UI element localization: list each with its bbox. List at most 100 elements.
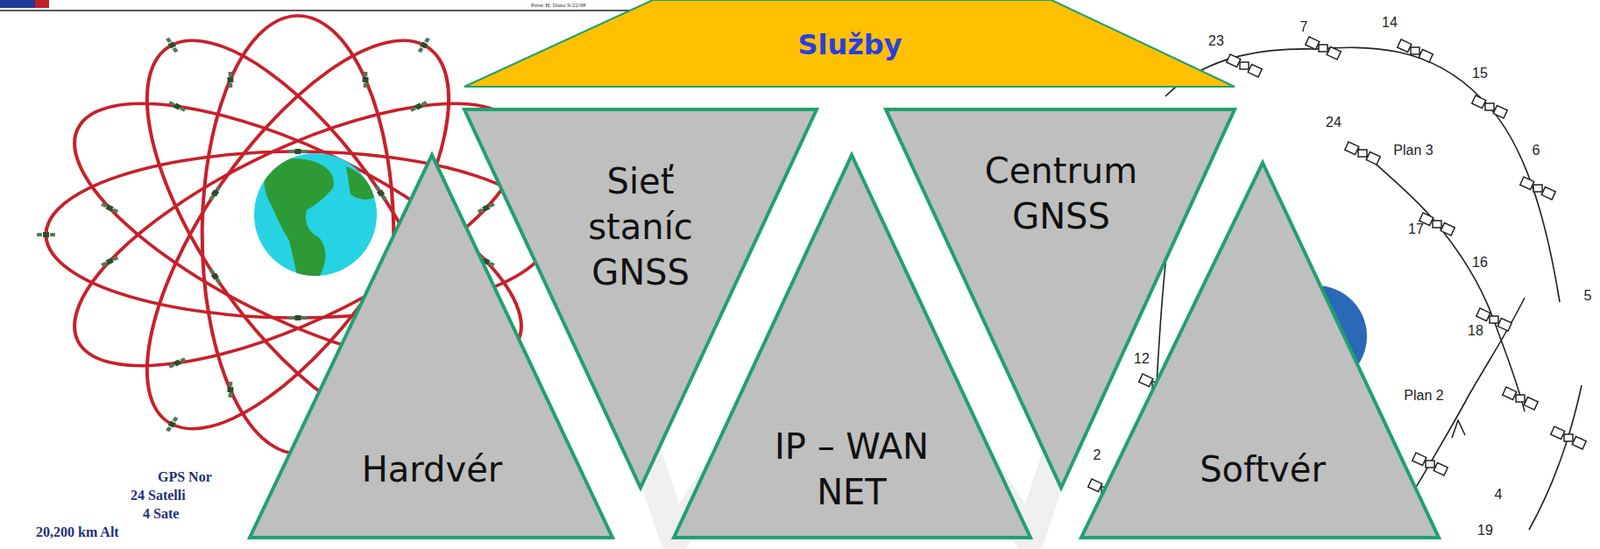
label-text: 15 — [1472, 65, 1488, 81]
satellite-icon — [417, 36, 432, 54]
continent-shape — [346, 166, 376, 200]
label-text: GPS Nor — [157, 469, 213, 485]
plane-label: Plan 3 — [1393, 142, 1433, 159]
node-shape — [673, 155, 1031, 539]
label-text: 19 — [1477, 523, 1494, 539]
satellite-icon — [164, 36, 179, 54]
satellite-number: 23 — [1208, 33, 1225, 50]
figure-caption: GPS Nor — [157, 469, 213, 486]
satellite-icon — [289, 315, 308, 321]
label-text: 18 — [1467, 323, 1484, 339]
label-text: 24 — [1325, 114, 1342, 130]
logo-strip — [0, 0, 36, 8]
node-label: Hardvér — [361, 449, 503, 490]
satellite-icon — [207, 268, 222, 285]
node-shape — [464, 0, 1235, 87]
label-text: 7 — [1300, 19, 1309, 35]
node-label: Sieť staníc GNSS — [587, 161, 694, 293]
satellite-icon — [1550, 426, 1586, 450]
satellite-icon — [1226, 54, 1262, 78]
satellite-number: 14 — [1381, 14, 1398, 31]
figure-caption: 4 Sate — [142, 506, 179, 523]
label-text: Plan 3 — [1393, 142, 1433, 158]
label-text: 6 — [1532, 142, 1541, 158]
satellite-icon — [476, 201, 496, 214]
orbit-line — [1353, 144, 1525, 412]
label-text: Peter H. Dana 9/22/98 — [530, 1, 587, 9]
logo-strip — [35, 0, 50, 8]
satellite-number: 17 — [1408, 221, 1424, 238]
satellite-number: 2 — [1093, 447, 1102, 464]
satellite-number: 6 — [1532, 142, 1541, 159]
node-label: Softvér — [1199, 449, 1326, 490]
satellite-icon — [1419, 212, 1455, 236]
satellite-number: 12 — [1133, 351, 1150, 368]
continent-shape — [263, 158, 333, 281]
satellite-icon — [100, 201, 120, 214]
label-text: 4 Sate — [142, 506, 179, 522]
node-text-block: Softvér — [1148, 446, 1377, 493]
node-shape — [249, 155, 613, 539]
arrow-head — [1451, 420, 1466, 439]
node-label: Služby — [797, 28, 902, 62]
satellite-icon — [1502, 387, 1538, 411]
satellite-icon — [207, 184, 222, 202]
label-text: 5 — [1584, 288, 1593, 304]
satellite-number: 15 — [1472, 65, 1488, 82]
hardware-triangle: Hardvér — [249, 155, 613, 539]
label-text: 12 — [1133, 351, 1150, 367]
satellite-icon — [36, 232, 56, 238]
satellite-number: 5 — [1584, 288, 1593, 305]
satellite-icon — [1520, 176, 1556, 200]
header-rule — [0, 9, 631, 12]
satellite-icon — [168, 99, 187, 113]
satellite-icon — [100, 254, 120, 268]
label-text: 24 Satelli — [130, 488, 186, 503]
satellite-icon — [1472, 95, 1508, 119]
figure-caption: 24 Satelli — [130, 488, 186, 504]
satellite-icon — [227, 71, 234, 88]
satellite-icon — [409, 99, 428, 113]
label-text: 20,200 km Alt — [35, 524, 120, 540]
label-text: 23 — [1208, 33, 1225, 49]
satellite-icon — [373, 184, 388, 202]
node-text-block: Služby — [709, 27, 991, 64]
figure-caption: 20,200 km Alt — [35, 524, 120, 541]
satellite-number: 18 — [1467, 323, 1484, 340]
label-text: 4 — [1494, 487, 1503, 503]
satellite-icon — [227, 382, 234, 398]
satellite-icon — [1305, 36, 1341, 60]
label-text: 14 — [1381, 14, 1398, 30]
label-text: 17 — [1408, 221, 1424, 237]
satellite-icon — [1397, 39, 1433, 63]
satellite-number: 16 — [1472, 254, 1488, 271]
label-text: 16 — [1472, 254, 1488, 270]
satellite-number: 7 — [1300, 19, 1309, 36]
node-shape — [1081, 162, 1439, 539]
satellite-number: 19 — [1477, 523, 1494, 539]
services-trapezoid: Služby — [464, 0, 1235, 87]
node-label: IP – WAN NET — [774, 426, 929, 513]
node-text-block: Sieť staníc GNSS — [574, 158, 707, 296]
satellite-icon — [164, 416, 179, 433]
satellite-icon — [289, 148, 308, 155]
node-text-block: Centrum GNSS — [973, 148, 1149, 240]
satellite-icon — [1345, 141, 1381, 165]
satellite-icon — [1412, 453, 1448, 476]
satellite-icon — [168, 356, 187, 369]
node-label: Centrum GNSS — [984, 150, 1138, 237]
satellite-number: 4 — [1494, 487, 1503, 503]
continents — [263, 158, 376, 281]
node-text-block: Hardvér — [318, 446, 546, 493]
plane-label: Plan 2 — [1403, 388, 1444, 404]
software-triangle: Softvér — [1081, 162, 1439, 539]
network-triangle: IP – WAN NET — [673, 155, 1031, 539]
node-text-block: IP – WAN NET — [764, 424, 940, 516]
credit-note: Peter H. Dana 9/22/98 — [530, 1, 587, 9]
satellite-number: 24 — [1325, 114, 1342, 131]
orbit-line — [1529, 385, 1582, 531]
label-text: 2 — [1093, 447, 1102, 463]
satellite-icon — [362, 71, 369, 88]
label-text: Plan 2 — [1403, 388, 1444, 404]
